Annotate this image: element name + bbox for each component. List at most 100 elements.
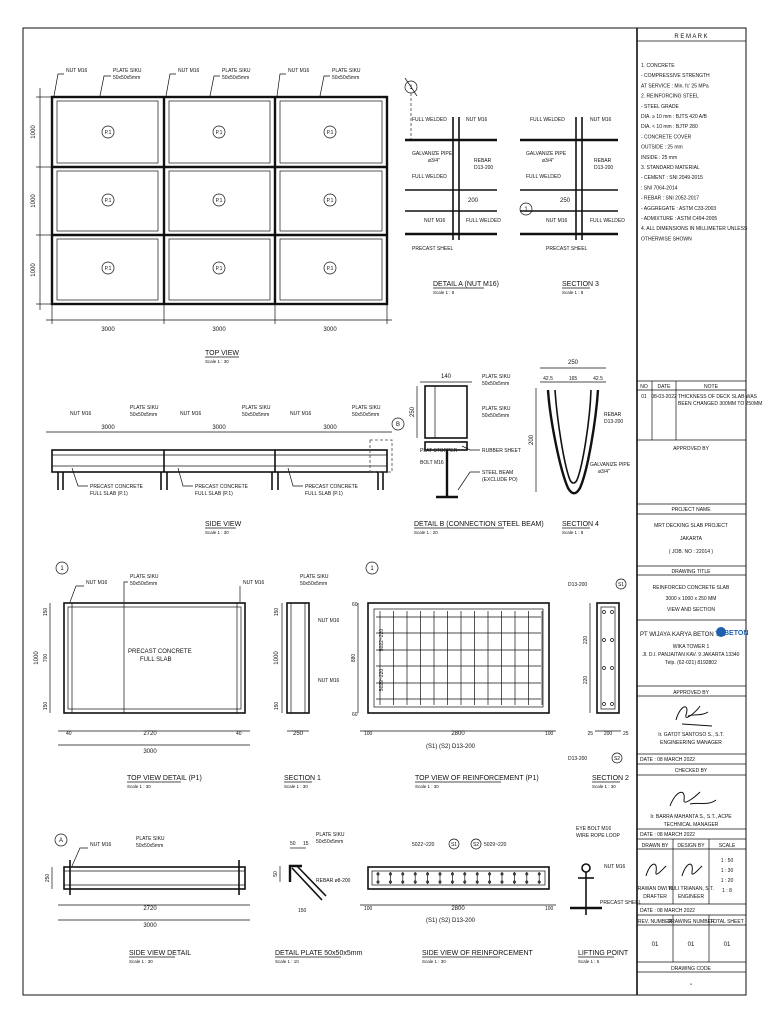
dim: 3000 <box>212 327 226 333</box>
rev-number-label: REV. NUMBER <box>638 919 673 925</box>
lifting-point: EYE BOLT M16 WIRE ROPE LOOP NUT M16 PREC… <box>570 826 642 964</box>
label-welded: FULL WELDED <box>412 174 447 180</box>
dim: 200 <box>468 198 479 204</box>
tag: S1 <box>618 582 624 588</box>
rebar-dot <box>500 880 504 884</box>
label-nut: NUT M16 <box>70 411 92 417</box>
label-nut: NUT M16 <box>290 411 312 417</box>
dim: 50 <box>273 871 279 877</box>
rebar-dot <box>401 872 405 876</box>
project-name-2: JAKARTA <box>680 536 703 542</box>
tag: B <box>396 422 400 428</box>
caption-side-view: SIDE VIEW <box>205 521 242 528</box>
label-bolt: BOLT M16 <box>420 460 444 466</box>
label-nut: NUT M16 <box>604 864 626 870</box>
dim: 3000 <box>143 923 157 929</box>
panel-tag: P.1 <box>327 198 334 204</box>
dim: 250 <box>410 406 416 417</box>
side-view-reinforcement: S1 S2 5022~220 5029~220 100 2800 100 (S1… <box>360 838 556 964</box>
scale: Scale 1 : 5 <box>578 959 600 964</box>
caption-top-view: TOP VIEW <box>205 350 239 357</box>
rebar-side <box>376 872 541 884</box>
rebar-dot <box>376 880 380 884</box>
dim: 42.5 <box>543 376 553 382</box>
label-nut: NUT M16 <box>180 411 202 417</box>
caption-lifting-point: LIFTING POINT <box>578 950 629 957</box>
dim: 150 <box>298 908 307 914</box>
scale: Scale 1 : 30 <box>422 959 446 964</box>
label-plate-size: 50x50x5mm <box>300 581 327 587</box>
rebar-dot <box>537 872 541 876</box>
dim: 25 <box>623 731 629 737</box>
dim: 1000 <box>34 651 40 665</box>
dim: 1000 <box>31 125 37 139</box>
scale: Scale 1 : 20 <box>414 530 438 535</box>
panel-tag: P.1 <box>216 198 223 204</box>
company-logo: BETON <box>724 630 748 637</box>
label-plate: PLATE SIKU <box>222 68 251 74</box>
label-plate-size: 50x50x5mm <box>222 75 249 81</box>
signature-designer <box>681 863 703 877</box>
tag: 1 <box>524 207 528 213</box>
scale: Scale 1 : 30 <box>592 784 616 789</box>
label-plate-size: 50x50x5mm <box>130 412 157 418</box>
label-rebar: REBAR ø8-200 <box>316 878 351 884</box>
scale: Scale 1 : 8 <box>562 530 584 535</box>
scale: Scale 1 : 30 <box>205 359 229 364</box>
dim: 250 <box>45 874 51 883</box>
drawing-code: - <box>690 982 692 988</box>
label-nut: NUT M16 <box>288 68 310 74</box>
label-plate-size: 50x50x5mm <box>482 381 509 387</box>
caption-section-2: SECTION 2 <box>592 775 629 782</box>
caption-section-3: SECTION 3 <box>562 281 599 288</box>
dim: 700 <box>43 654 49 663</box>
detail-plate: 50 15 50 PLATE SIKU 50x50x5mm REBAR ø8-2… <box>273 832 363 964</box>
scale: Scale 1 : 30 <box>284 784 308 789</box>
label-existing: (EXCLUDE PO) <box>482 477 518 483</box>
dim: 3000 <box>101 327 115 333</box>
caption-section-1: SECTION 1 <box>284 775 321 782</box>
dim: 1000 <box>31 194 37 208</box>
dim: 200 <box>604 731 613 737</box>
label-stopper: PLAT STOPPER <box>420 448 458 454</box>
dim: 1000 <box>31 263 37 277</box>
date-checked: DATE : 08 MARCH 2022 <box>640 832 695 838</box>
top-view: P.1 P.1 P.1 P.1 P.1 P.1 P.1 P.1 P.1 NUT … <box>31 68 392 364</box>
label-plate: PLATE SIKU <box>136 836 165 842</box>
label-rebar-size: D13-200 <box>568 582 587 588</box>
label-nut: NUT M16 <box>424 218 446 224</box>
drawing-number: 01 <box>688 942 695 948</box>
date-drawn: DATE : 08 MARCH 2022 <box>640 908 695 914</box>
dim: 1000 <box>274 651 280 665</box>
dim: 60 <box>352 602 358 608</box>
signature-drawer <box>645 863 667 877</box>
dim: 3000 <box>212 425 226 431</box>
label-welded: FULL WELDED <box>590 218 625 224</box>
drawing-title-2: 3000 x 1000 x 250 MM <box>666 596 717 602</box>
drawer-role: DRAFTER <box>643 894 667 900</box>
label-slab: FULL SLAB (P.1) <box>195 491 233 497</box>
dim: 150 <box>274 702 280 711</box>
rebar-dot <box>388 872 392 876</box>
rev-col-no: NO <box>640 384 648 390</box>
rebar-dot <box>525 880 529 884</box>
signature-approver <box>675 705 713 727</box>
label-s1s2: (S1) (S2) D13-200 <box>426 744 476 750</box>
rev-number: 01 <box>652 942 659 948</box>
scale-value: 1 : 20 <box>721 878 734 884</box>
panel-tag: P.1 <box>105 266 112 272</box>
label-plate: PLATE SIKU <box>332 68 361 74</box>
rebar-dot <box>488 872 492 876</box>
remark-line: - REBAR : SNI 2052-2017 <box>641 196 699 202</box>
panel-tag: P.1 <box>327 130 334 136</box>
remark-line: - COMPRESSIVE STRENGTH <box>641 73 710 79</box>
section-1: 1000 150 150 PLATE SIKU 50x50x5mm NUT M1… <box>274 574 340 789</box>
rev-approved: APPROVED BY <box>673 446 710 452</box>
dim: 250 <box>293 731 304 737</box>
rebar-dot <box>388 880 392 884</box>
drawing-title-1: REINFORCED CONCRETE SLAB <box>653 585 730 591</box>
drawing-title-label: DRAWING TITLE <box>672 569 712 575</box>
label-welded: FULL WELDED <box>526 174 561 180</box>
dim: 2720 <box>143 731 157 737</box>
remark-notes: 1. CONCRETE - COMPRESSIVE STRENGTH AT SE… <box>641 63 748 242</box>
